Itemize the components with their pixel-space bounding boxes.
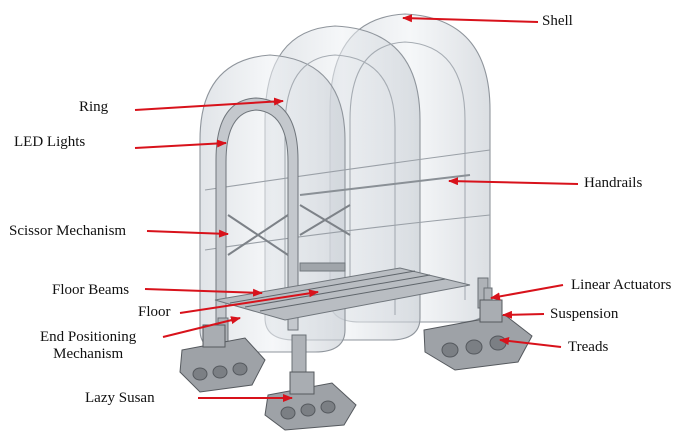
arrow-floor-beams	[144, 288, 263, 297]
label-linear-actuators: Linear Actuators	[571, 277, 672, 293]
arrow-handrails	[448, 177, 579, 186]
scissor-mechanism	[227, 204, 351, 256]
arrow-treads	[499, 337, 562, 348]
label-suspension: Suspension	[550, 306, 619, 322]
arrow-suspension	[502, 310, 545, 319]
label-floor: Floor	[138, 304, 171, 320]
label-handrails: Handrails	[584, 175, 643, 191]
label-end-positioning: End Positioning Mechanism	[40, 329, 137, 362]
label-led-lights: LED Lights	[14, 134, 86, 150]
label-lazy-susan: Lazy Susan	[85, 390, 155, 406]
arrow-end-positioning	[162, 316, 241, 338]
arrow-shell	[402, 14, 539, 23]
tread-left	[179, 324, 266, 393]
arrow-ring	[134, 97, 284, 111]
arrow-led-lights	[134, 139, 227, 149]
label-treads: Treads	[568, 339, 609, 355]
arrow-linear-actuators	[490, 284, 564, 301]
arrow-scissor	[146, 229, 229, 238]
floor-structure	[214, 262, 471, 321]
label-floor-beams: Floor Beams	[52, 282, 130, 298]
label-shell: Shell	[542, 13, 573, 29]
label-scissor-mechanism: Scissor Mechanism	[9, 223, 127, 239]
handrail	[299, 174, 471, 196]
shell-body	[199, 13, 491, 353]
label-ring: Ring	[79, 99, 109, 115]
tread-front	[264, 371, 357, 431]
arrow-floor	[179, 289, 319, 314]
